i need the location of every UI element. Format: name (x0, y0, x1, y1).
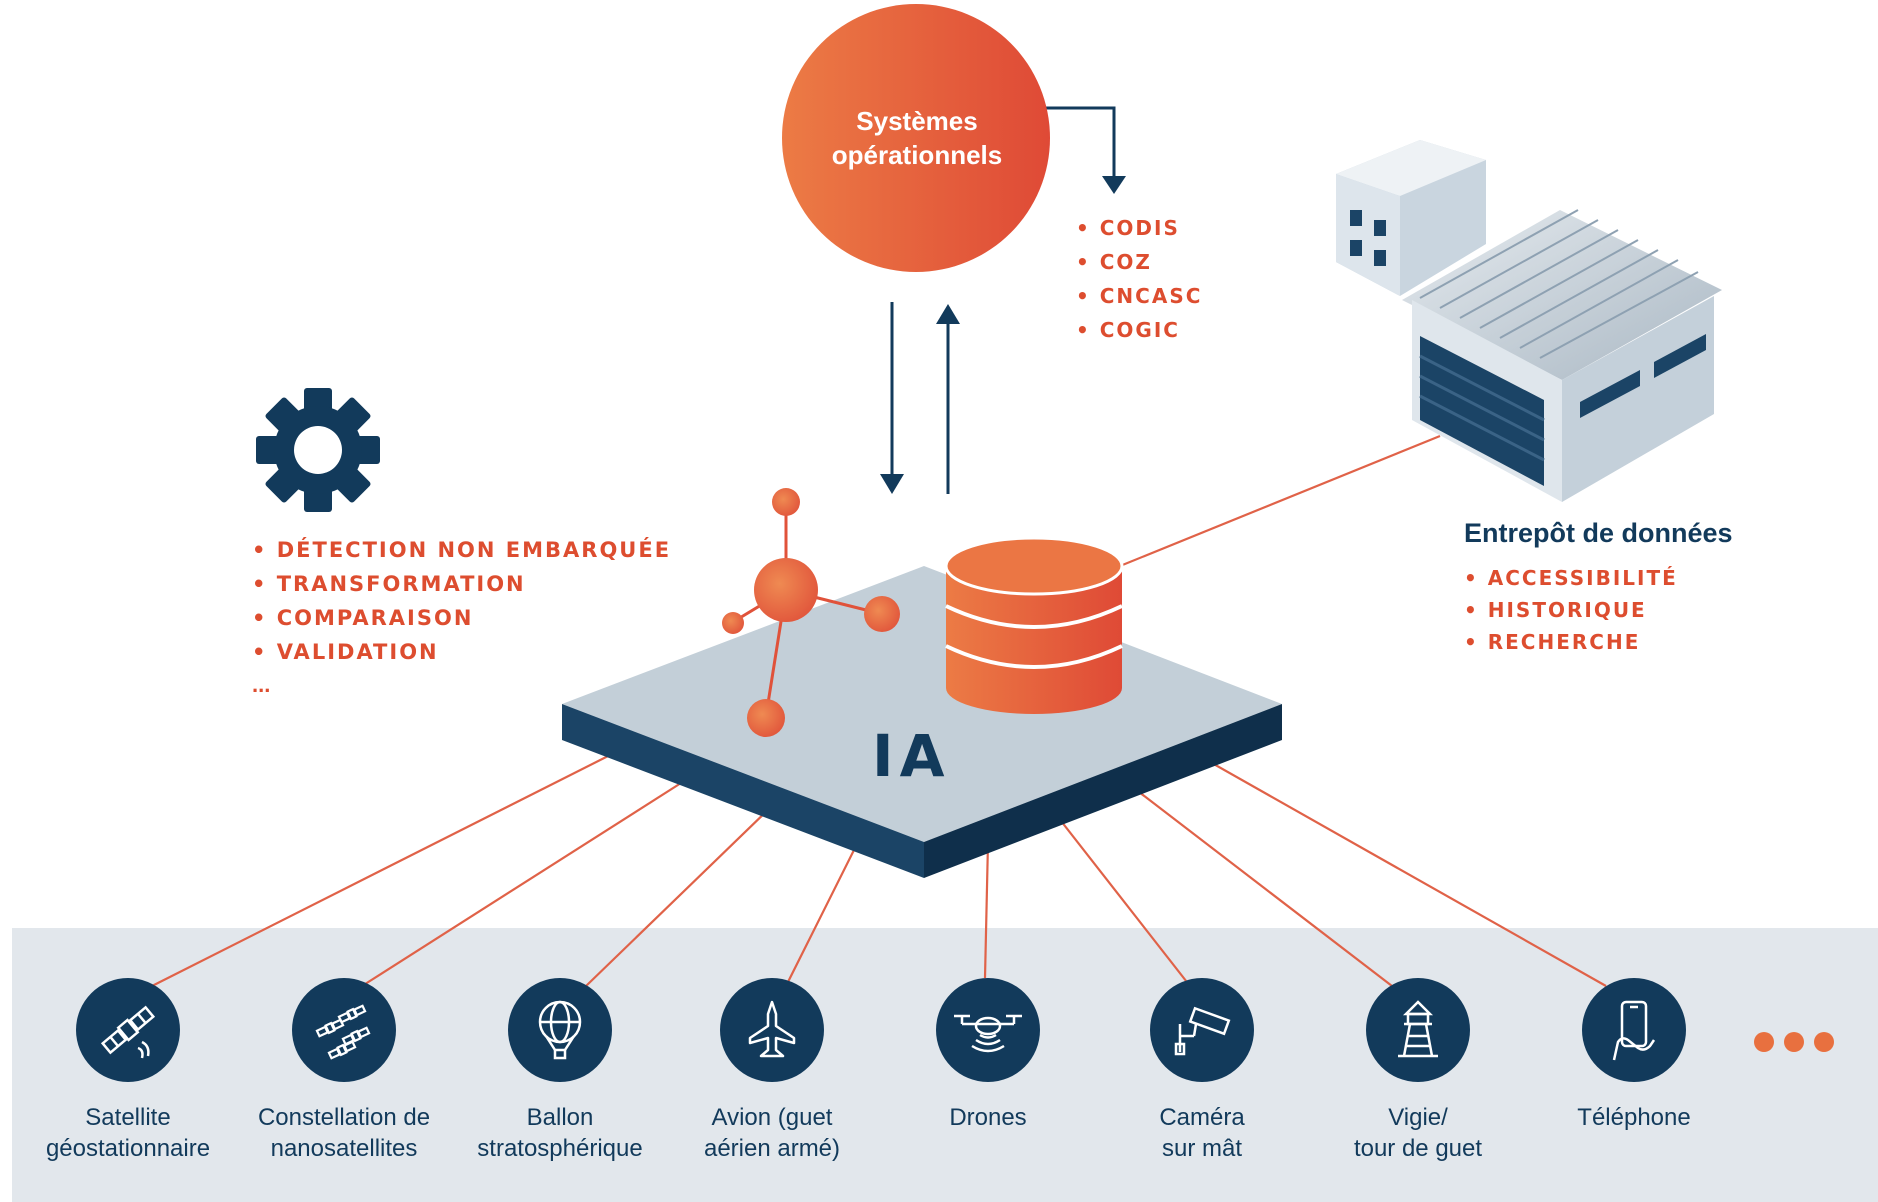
source-label-line2: aérien armé) (703, 1135, 841, 1162)
balloon-icon (508, 978, 612, 1082)
source-nanosatellites: Constellation de nanosatellites (244, 978, 444, 1164)
molecule-icon (722, 488, 900, 737)
source-label-line1: Drones (949, 1104, 1027, 1131)
source-label-line2: stratosphérique (477, 1135, 643, 1162)
entrepot-item-recherche: • RECHERCHE (1464, 630, 1641, 654)
source-drones: Drones (888, 978, 1088, 1133)
source-label-line2: géostationnaire (45, 1135, 211, 1162)
source-vigie: Vigie/tour de guet (1318, 978, 1518, 1164)
source-satellite: Satellite géostationnaire (28, 978, 228, 1164)
phone-icon (1582, 978, 1686, 1082)
entrepot-item-historique: • HISTORIQUE (1464, 598, 1647, 622)
nanosatellites-icon (292, 978, 396, 1082)
source-label-line1: Avion (guet (711, 1104, 833, 1131)
entrepot-title: Entrepôt de données (1464, 518, 1733, 548)
traitement-item-validation: • VALIDATION (252, 640, 439, 664)
source-camera: Caméra sur mât (1102, 978, 1302, 1164)
systemes-item-cncasc: • CNCASC (1076, 284, 1203, 308)
source-label-line1: Constellation de (257, 1104, 431, 1131)
camera-icon (1150, 978, 1254, 1082)
ia-label: IA (872, 722, 951, 790)
traitement-item-comparaison: • COMPARAISON (252, 606, 474, 630)
more-sources-dots (1754, 1032, 1834, 1052)
source-label-line1: Caméra (1159, 1104, 1245, 1131)
source-label-line1: Satellite (85, 1104, 171, 1131)
systemes-title-line1: Systèmes (856, 106, 978, 136)
warehouse-icon (1336, 140, 1722, 502)
source-label-line1: Téléphone (1577, 1104, 1691, 1131)
systemes-item-coz: • COZ (1076, 250, 1152, 274)
source-label-line2: nanosatellites (270, 1135, 418, 1162)
data-flow-arrows (880, 106, 1126, 494)
systemes-title-line2: opérationnels (831, 140, 1003, 170)
airplane-icon (720, 978, 824, 1082)
systemes-operationnels-title: Systèmes opérationnels (784, 104, 1050, 172)
systemes-item-cogic: • COGIC (1076, 318, 1180, 342)
drone-icon (936, 978, 1040, 1082)
database-icon (944, 536, 1124, 714)
entrepot-item-accessibilite: • ACCESSIBILITÉ (1464, 566, 1678, 590)
watchtower-icon (1366, 978, 1470, 1082)
source-label-line2: sur mât (1161, 1135, 1242, 1162)
gear-icon (256, 388, 380, 512)
traitement-ellipsis: ... (252, 672, 271, 697)
source-telephone: Téléphone (1534, 978, 1734, 1133)
source-connection-lines (151, 434, 1607, 987)
systemes-operationnels-circle (782, 4, 1050, 272)
source-label-line1: Ballon (526, 1104, 594, 1131)
traitement-item-detection: • DÉTECTION NON EMBARQUÉE (252, 538, 672, 562)
source-avion: Avion (guet aérien armé) (672, 978, 872, 1164)
source-label-line1: Vigie/ (1388, 1104, 1448, 1131)
traitement-item-transformation: • TRANSFORMATION (252, 572, 526, 596)
systemes-item-codis: • CODIS (1076, 216, 1180, 240)
satellite-icon (76, 978, 180, 1082)
source-ballon: Ballon stratosphérique (460, 978, 660, 1164)
source-label-line2: tour de guet (1353, 1135, 1483, 1162)
